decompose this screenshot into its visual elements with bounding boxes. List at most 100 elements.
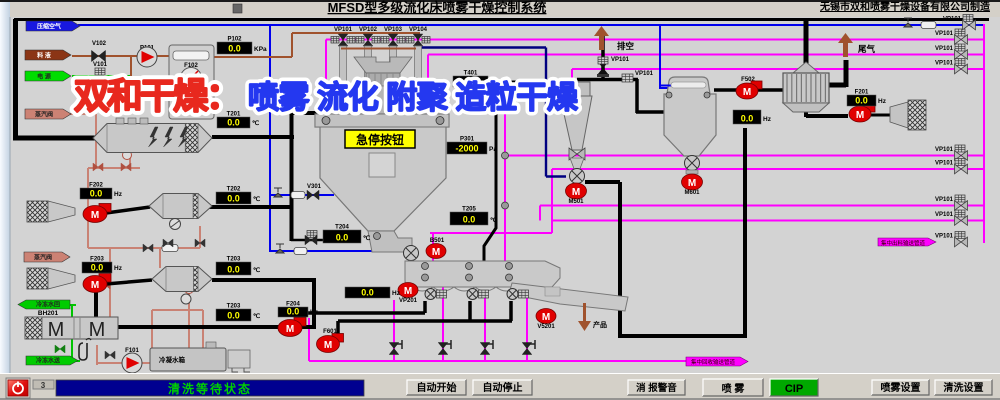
svg-text:VP101: VP101 [935,197,954,203]
svg-text:VP101: VP101 [935,31,954,37]
svg-text:M: M [91,210,99,221]
svg-text:集中回收输送管道: 集中回收输送管道 [691,358,736,366]
svg-text:℃: ℃ [252,119,260,127]
svg-text:消 报警音: 消 报警音 [636,382,677,394]
svg-text:T204: T204 [335,225,349,231]
svg-text:喷雾 流化 附聚 造粒干燥: 喷雾 流化 附聚 造粒干燥 [248,80,579,115]
svg-text:VP102: VP102 [359,27,378,33]
svg-text:0.0: 0.0 [463,215,476,225]
svg-text:F601: F601 [323,329,337,335]
svg-text:自动停止: 自动停止 [483,381,523,394]
svg-text:F202: F202 [89,183,103,189]
svg-text:0.0: 0.0 [287,307,300,317]
svg-text:VP101: VP101 [635,71,654,77]
svg-text:双和干燥：: 双和干燥： [74,76,239,116]
svg-text:VP101: VP101 [935,234,954,240]
svg-text:T205: T205 [462,207,476,213]
svg-text:急停按钮: 急停按钮 [356,132,404,147]
svg-text:V101: V101 [93,62,108,68]
svg-text:VP101: VP101 [943,17,962,23]
svg-text:℃: ℃ [490,78,498,86]
svg-text:清洗等待状态: 清洗等待状态 [168,381,252,396]
svg-text:V102: V102 [92,41,107,47]
svg-text:VP104: VP104 [409,27,428,33]
svg-text:VP101: VP101 [935,61,954,67]
svg-text:0.0: 0.0 [90,189,103,199]
svg-text:Hz: Hz [392,290,401,297]
svg-text:M: M [48,319,65,341]
svg-text:V5201: V5201 [537,324,555,330]
svg-text:0.0: 0.0 [361,288,374,298]
svg-text:Hz: Hz [114,265,123,272]
svg-text:℃: ℃ [363,234,371,242]
svg-text:M: M [89,319,106,341]
svg-text:3: 3 [41,381,46,390]
svg-text:P301: P301 [460,137,475,143]
svg-text:M: M [324,340,332,351]
svg-text:F204: F204 [286,302,300,308]
svg-text:0.0: 0.0 [228,44,241,54]
svg-text:M: M [572,187,580,198]
svg-text:P102: P102 [227,37,242,43]
svg-text:集中出料输送管道: 集中出料输送管道 [881,239,926,247]
svg-text:Hz: Hz [114,191,123,198]
svg-text:T201: T201 [227,112,241,118]
svg-text:M601: M601 [684,190,700,196]
svg-text:CIP: CIP [785,383,803,395]
svg-text:产品: 产品 [593,320,607,329]
svg-text:VP103: VP103 [384,27,403,33]
svg-text:F502: F502 [741,77,755,83]
svg-text:℃: ℃ [490,216,498,224]
svg-text:VP101: VP101 [935,161,954,167]
svg-text:V301: V301 [307,184,322,190]
svg-text:喷雾 流化 附聚 造粒干燥: 喷雾 流化 附聚 造粒干燥 [248,80,579,115]
svg-text:F102: F102 [184,63,198,69]
svg-text:MFSD型多级流化床喷雾干燥控制系统: MFSD型多级流化床喷雾干燥控制系统 [328,0,547,15]
svg-text:-2000: -2000 [455,144,478,154]
svg-text:T203: T203 [227,257,241,263]
svg-text:T202: T202 [227,187,241,193]
svg-text:VP101: VP101 [935,147,954,153]
svg-text:0.0: 0.0 [227,194,240,204]
svg-text:M501: M501 [568,199,584,205]
svg-text:0.0: 0.0 [855,96,868,106]
svg-text:Hz: Hz [763,116,772,123]
svg-text:M: M [743,87,751,98]
svg-text:F101: F101 [125,348,139,354]
svg-text:双和干燥：: 双和干燥： [74,76,239,116]
svg-text:M: M [688,178,696,189]
svg-text:喷雾设置: 喷雾设置 [881,381,921,394]
svg-text:M: M [432,247,440,258]
svg-text:无锡市双和喷雾干燥设备有限公司制造: 无锡市双和喷雾干燥设备有限公司制造 [819,0,991,13]
svg-text:Hz: Hz [310,309,319,316]
svg-text:Hz: Hz [878,98,887,105]
svg-text:0.0: 0.0 [227,311,240,321]
svg-text:VP201: VP201 [399,298,418,304]
svg-text:℃: ℃ [253,312,261,320]
svg-text:料 液: 料 液 [37,52,52,60]
svg-text:M: M [91,280,99,291]
svg-text:0.0: 0.0 [227,265,240,275]
svg-text:蒸汽阀: 蒸汽阀 [34,254,52,262]
svg-text:KPa: KPa [254,46,267,53]
svg-text:B501: B501 [430,238,445,244]
svg-text:Pa: Pa [489,146,497,153]
svg-text:0.0: 0.0 [91,263,104,273]
svg-text:冷凝水箱: 冷凝水箱 [159,355,186,364]
svg-text:VP101: VP101 [611,57,630,63]
svg-text:尾气: 尾气 [857,44,876,54]
svg-text:清洗设置: 清洗设置 [944,381,984,394]
svg-text:℃: ℃ [253,266,261,274]
svg-text:T203: T203 [227,304,241,310]
svg-text:F201: F201 [855,90,869,96]
svg-text:冷冻水回: 冷冻水回 [36,301,60,309]
svg-text:VP101: VP101 [334,27,353,33]
svg-text:℃: ℃ [253,195,261,203]
svg-text:0.0: 0.0 [227,118,240,128]
svg-text:VP101: VP101 [935,46,954,52]
svg-text:M: M [856,110,864,121]
svg-text:喷 雾: 喷 雾 [722,382,746,395]
svg-text:电 源: 电 源 [37,73,51,81]
svg-text:T401: T401 [464,71,478,77]
svg-text:BH201: BH201 [38,310,59,317]
